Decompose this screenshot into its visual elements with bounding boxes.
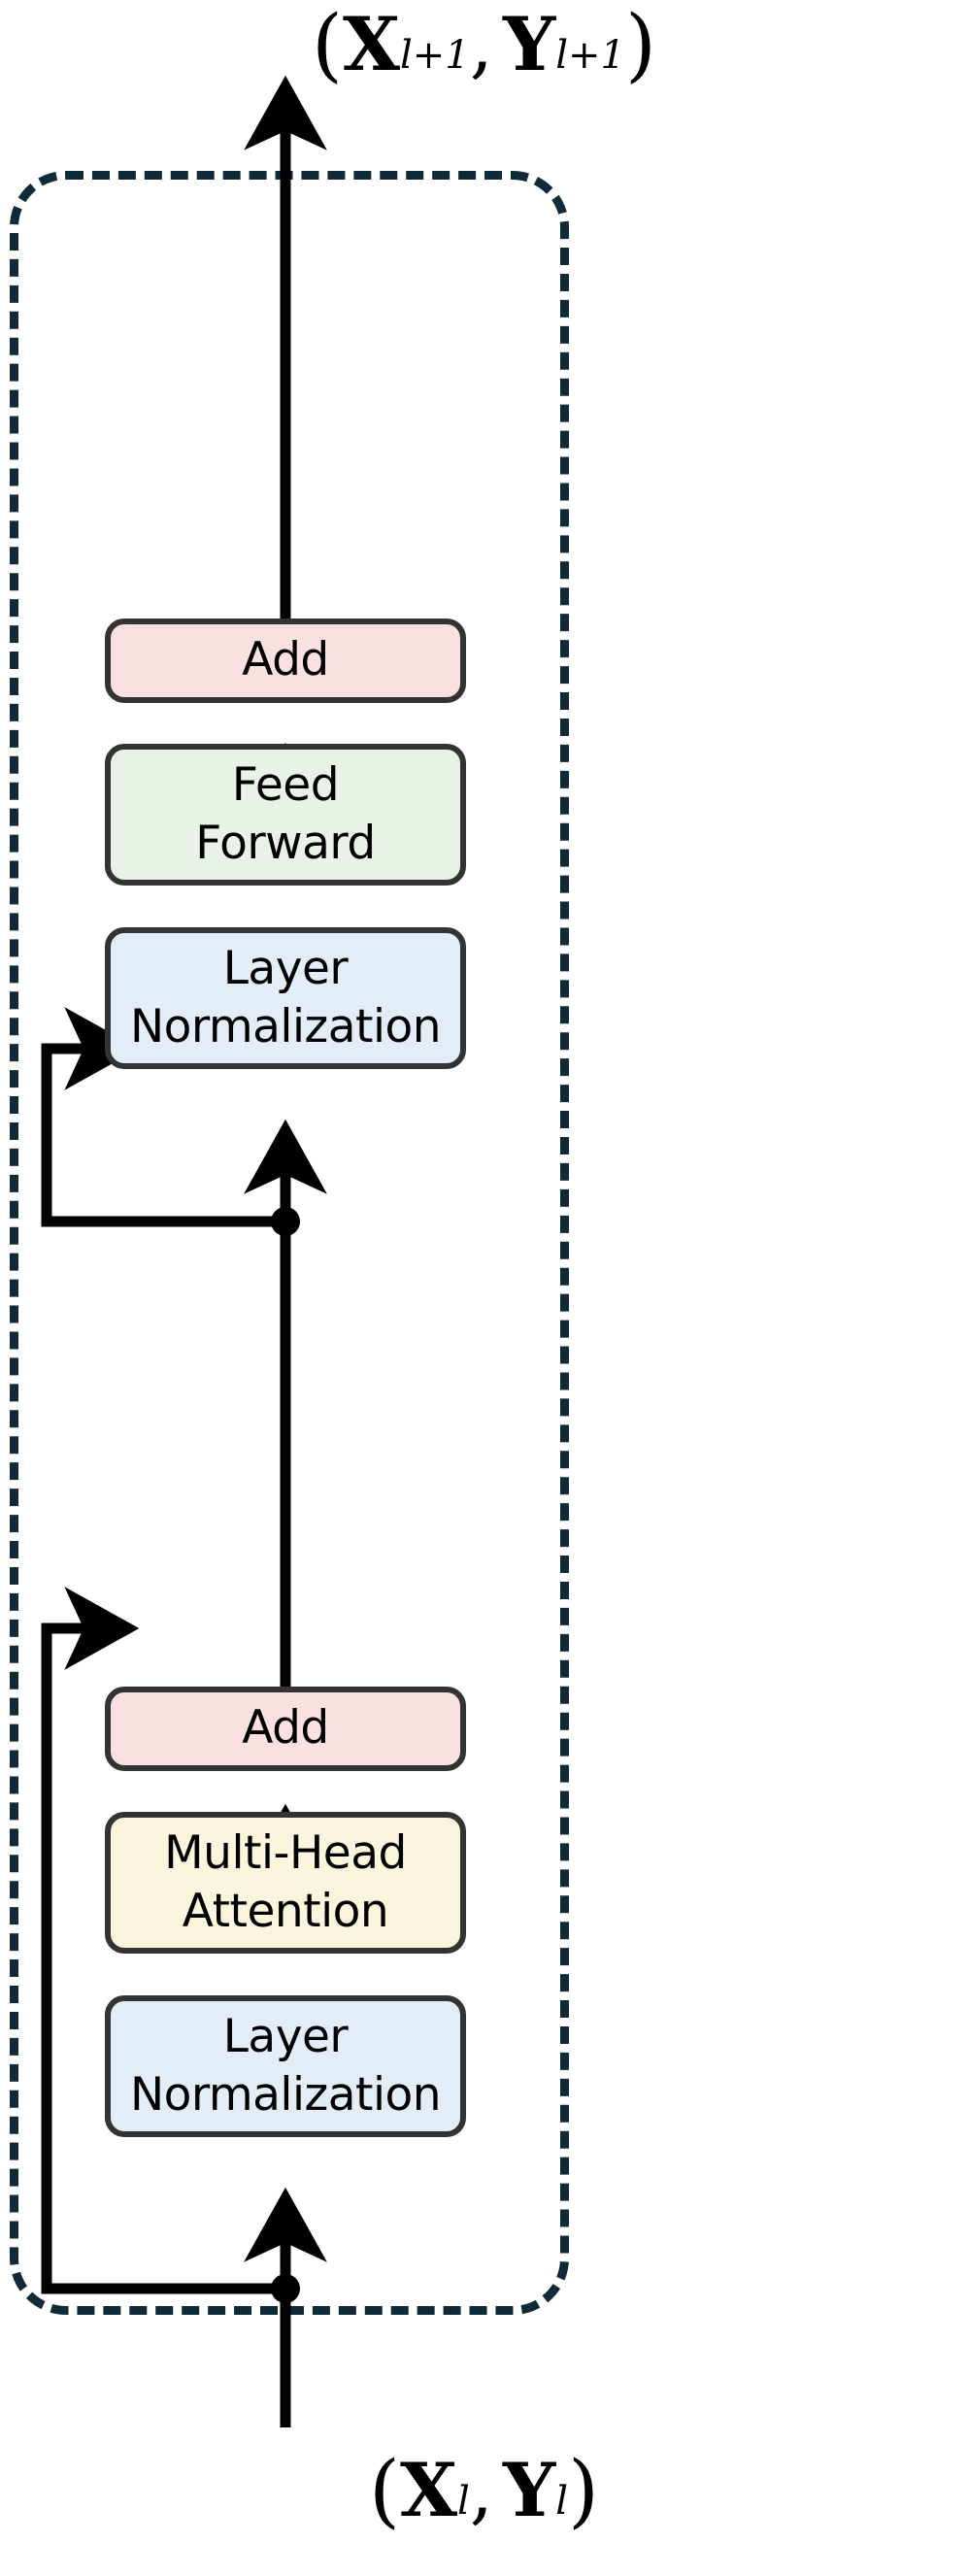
output-y-symbol: Y <box>502 1 556 87</box>
output-comma: , <box>469 1 493 87</box>
input-x-symbol: X <box>400 2447 457 2533</box>
input-x-superscript: l <box>456 2478 470 2524</box>
block-layer-normalization-top[interactable]: Layer Normalization <box>105 927 466 1069</box>
block-add-bottom[interactable]: Add <box>105 1687 466 1771</box>
input-y-superscript: l <box>555 2478 568 2524</box>
input-open-paren: ( <box>369 2445 400 2537</box>
output-y-superscript: l+1 <box>555 32 625 78</box>
input-tensor-label: (Xl,Yl) <box>0 2452 968 2531</box>
block-multi-head-attention[interactable]: Multi-Head Attention <box>105 1812 466 1954</box>
block-layer-normalization-bottom[interactable]: Layer Normalization <box>105 1995 466 2137</box>
node-boxes-layer: Add Feed Forward Layer Normalization Add… <box>105 619 466 2137</box>
block-feed-forward[interactable]: Feed Forward <box>105 744 466 886</box>
output-tensor-label: (Xl+1,Yl+1) <box>0 6 968 85</box>
output-x-symbol: X <box>343 1 400 87</box>
output-x-superscript: l+1 <box>400 32 470 78</box>
block-add-top[interactable]: Add <box>105 619 466 703</box>
input-close-paren: ) <box>568 2445 599 2537</box>
input-comma: , <box>469 2447 493 2533</box>
output-close-paren: ) <box>624 0 656 91</box>
output-open-paren: ( <box>312 0 344 91</box>
input-y-symbol: Y <box>502 2447 556 2533</box>
